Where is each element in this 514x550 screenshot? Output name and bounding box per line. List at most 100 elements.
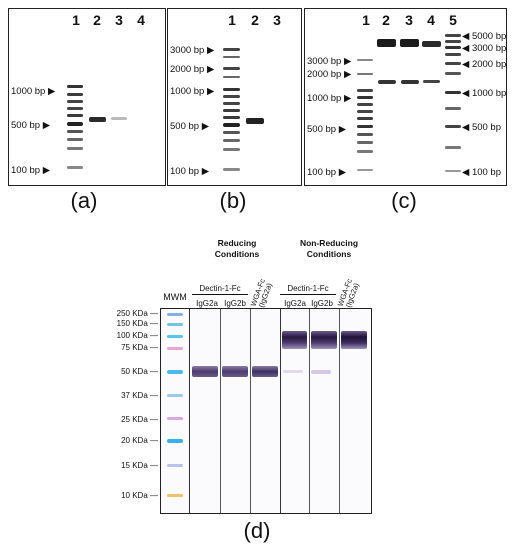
ladder-band xyxy=(357,141,373,144)
lane-number: 3 xyxy=(273,12,281,28)
marker-label-1000bp: 1000 bp ▶ xyxy=(11,86,56,97)
ladder-band xyxy=(223,116,240,119)
kda-label-100: 100 KDa — xyxy=(116,331,158,340)
dimer-band xyxy=(341,331,367,349)
ladder-band xyxy=(67,138,83,141)
faint-band xyxy=(311,370,331,374)
ladder-band xyxy=(67,130,83,133)
ladder-band xyxy=(223,168,240,171)
ladder-band xyxy=(67,114,83,117)
ladder-band xyxy=(67,100,83,103)
ladder-band xyxy=(223,131,240,134)
lane-label-igg2a: IgG2a xyxy=(196,299,218,308)
panel-caption-c: (c) xyxy=(391,188,417,213)
ladder-band xyxy=(67,85,83,88)
lane-number: 1 xyxy=(362,12,370,28)
lane-label-igg2a: IgG2a xyxy=(284,299,306,308)
sample-band xyxy=(111,117,127,120)
ladder-band xyxy=(223,109,240,112)
ladder-band xyxy=(445,62,461,65)
dectin-bracket-left xyxy=(192,294,248,295)
mwm-band xyxy=(167,347,183,350)
dectin-bracket-right xyxy=(280,294,336,295)
faint-band xyxy=(283,370,303,373)
ladder-band xyxy=(445,91,461,94)
kda-label-20: 20 KDa — xyxy=(121,436,158,445)
kda-label-250: 250 KDa — xyxy=(116,309,158,318)
lane-number: 2 xyxy=(93,12,101,28)
sample-band xyxy=(400,39,419,47)
marker-label-2000bp: 2000 bp ▶ xyxy=(307,69,352,80)
ladder-band xyxy=(445,72,461,75)
dimer-band xyxy=(311,331,337,349)
ladder-band xyxy=(445,46,461,49)
ladder-band xyxy=(67,166,83,169)
ladder-band xyxy=(357,96,373,99)
ladder-band xyxy=(357,59,373,61)
ladder-band xyxy=(223,56,240,58)
heavy-chain-band xyxy=(222,366,248,377)
ladder-band xyxy=(445,34,461,37)
mwm-band xyxy=(167,464,183,467)
ladder-band xyxy=(357,133,373,136)
kda-label-15: 15 KDa — xyxy=(121,461,158,470)
ladder-band xyxy=(357,73,373,75)
non-reducing-conditions-heading: Non-Reducing Conditions xyxy=(299,238,359,259)
sample-band xyxy=(401,80,419,84)
mwm-band xyxy=(167,323,183,326)
marker-label-3000bp: 3000 bp ▶ xyxy=(170,45,215,56)
kda-label-25: 25 KDa — xyxy=(121,415,158,424)
marker-label-500bp: ◀ 500 bp xyxy=(462,122,502,133)
marker-label-3000bp: 3000 bp ▶ xyxy=(307,56,352,67)
dectin-label-left: Dectin-1-Fc xyxy=(199,284,241,293)
marker-label-500bp: 500 bp ▶ xyxy=(11,120,51,131)
kda-label-10: 10 KDa — xyxy=(121,491,158,500)
lane-number: 4 xyxy=(427,12,435,28)
ladder-band xyxy=(445,170,461,172)
ladder-band xyxy=(223,76,240,78)
ladder-band xyxy=(67,122,83,126)
mwm-band xyxy=(167,494,183,497)
ladder-band xyxy=(357,117,373,120)
marker-label-1000bp: 1000 bp ▶ xyxy=(170,86,215,97)
lane-divider xyxy=(220,309,221,513)
ladder-band xyxy=(357,110,373,113)
mwm-band xyxy=(167,394,183,397)
gel-panel-c: 1 2 3 4 5 3000 bp ▶ 2000 bp ▶ 1000 bp ▶ … xyxy=(304,8,507,186)
lane-number: 1 xyxy=(72,12,80,28)
sample-band xyxy=(89,117,106,122)
ladder-band xyxy=(445,125,461,128)
lane-number: 3 xyxy=(115,12,123,28)
lane-number: 3 xyxy=(405,12,413,28)
marker-label-5000bp: ◀ 5000 bp xyxy=(462,31,507,42)
lane-divider xyxy=(189,309,190,513)
ladder-band xyxy=(223,148,240,151)
ladder-band xyxy=(357,169,373,171)
marker-label-500bp: 500 bp ▶ xyxy=(307,124,347,135)
lane-number: 5 xyxy=(449,12,457,28)
panel-caption-d: (d) xyxy=(243,518,271,543)
gel-panel-b: 1 2 3 3000 bp ▶ 2000 bp ▶ 1000 bp ▶ 500 … xyxy=(167,8,302,186)
ladder-band xyxy=(223,48,240,51)
ladder-band xyxy=(445,107,461,110)
sample-band xyxy=(377,39,396,47)
ladder-band xyxy=(357,103,373,106)
sample-band xyxy=(422,41,441,47)
marker-label-500bp: 500 bp ▶ xyxy=(170,121,210,132)
marker-label-3000bp: ◀ 3000 bp xyxy=(462,43,507,54)
ladder-band xyxy=(445,146,461,149)
ladder-band xyxy=(67,147,83,150)
sample-band xyxy=(378,80,396,84)
marker-label-100bp: 100 bp ▶ xyxy=(307,167,347,178)
kda-label-37: 37 KDa — xyxy=(121,391,158,400)
ladder-band xyxy=(357,89,373,92)
marker-label-1000bp: 1000 bp ▶ xyxy=(307,93,352,104)
mwm-band xyxy=(167,439,183,443)
marker-label-100bp: 100 bp ▶ xyxy=(170,166,210,177)
lane-label-igg2b: IgG2b xyxy=(224,299,246,308)
dimer-band xyxy=(282,331,307,349)
ladder-band xyxy=(223,88,240,91)
kda-label-150: 150 KDa — xyxy=(116,319,158,328)
gel-panel-a: 1 2 3 4 1000 bp ▶ 500 bp ▶ 100 bp ▶ xyxy=(8,8,166,186)
